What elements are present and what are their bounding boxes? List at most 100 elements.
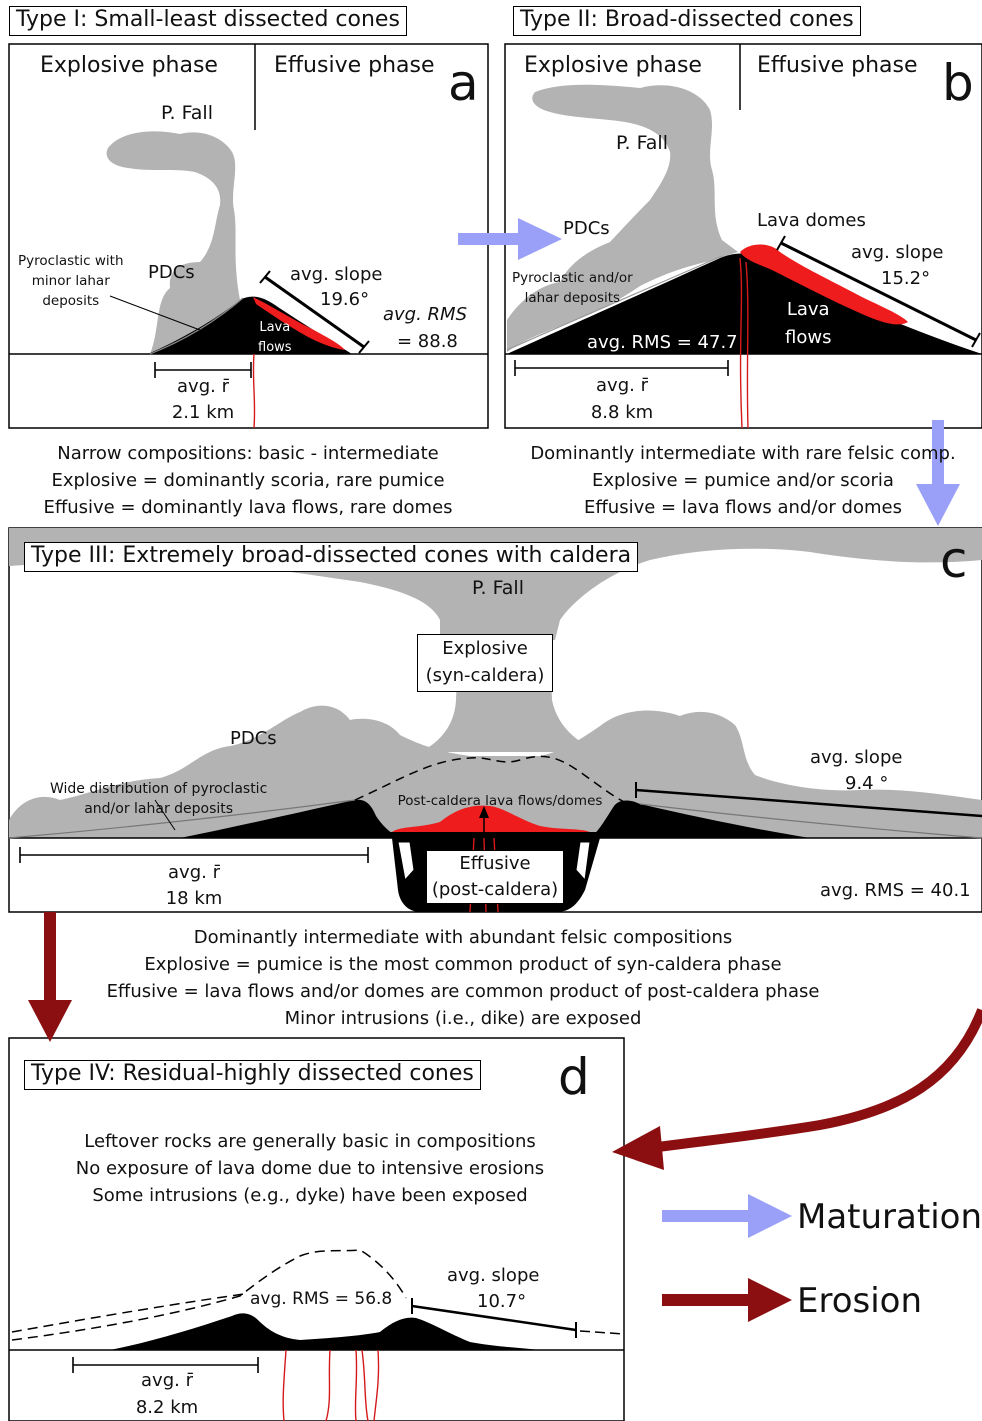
lava-flows-label: Lava flows (785, 299, 832, 348)
rms-label: avg. RMS (383, 304, 468, 325)
cone-right (590, 800, 810, 838)
dikes (282, 1349, 380, 1421)
slope-value: 10.7° (477, 1291, 527, 1312)
radius-value: 18 km (165, 888, 223, 909)
deposits-label: Pyroclastic and/or lahar deposits (512, 270, 633, 306)
panel-b-notes: Dominantly intermediate with rare felsic… (530, 440, 955, 521)
note-line: Effusive = lava flows and/or domes are c… (106, 981, 820, 1002)
radius-value: 8.8 km (590, 402, 654, 423)
pdcs-label: PDCs (148, 262, 195, 283)
radius-label: avg. r̄ (177, 376, 229, 397)
slope-value: 15.2° (881, 268, 931, 289)
rms-text: avg. RMS = 40.1 (820, 880, 971, 901)
note-line: Some intrusions (e.g., dyke) have been e… (92, 1185, 528, 1206)
explosive-box: Explosive (syn-caldera) (417, 634, 553, 692)
legend-erosion-arrow (662, 1278, 792, 1322)
slope-label: avg. slope (447, 1265, 540, 1286)
panel-a-title: Type I: Small-least dissected cones (9, 6, 407, 37)
fall-label: P. Fall (161, 102, 213, 124)
pdc-clouds (9, 705, 982, 838)
deposit-pointer (109, 295, 201, 331)
effusive-phase-label: Effusive phase (757, 53, 918, 78)
lava-flow (253, 297, 345, 350)
panel-d-title: Type IV: Residual-highly dissected cones (24, 1060, 481, 1091)
slope-label: avg. slope (851, 242, 944, 263)
panel-a-frame (8, 43, 489, 429)
panel-a-notes: Narrow compositions: basic - intermediat… (43, 440, 452, 521)
dike (252, 353, 256, 429)
panel-d-frame (8, 1037, 625, 1421)
note-line: Minor intrusions (i.e., dike) are expose… (284, 1008, 642, 1029)
rms-text: avg. RMS = 56.8 (250, 1289, 393, 1309)
slope-value: 9.4 ° (845, 773, 889, 794)
note-line: Effusive = lava flows and/or domes (584, 497, 902, 518)
note-line: Dominantly intermediate with abundant fe… (193, 927, 733, 948)
cone (148, 296, 352, 354)
slope-bar (411, 1304, 577, 1332)
slope-label: avg. slope (810, 747, 903, 768)
note-line: Effusive = dominantly lava flows, rare d… (43, 497, 453, 518)
panel-d-notes: Leftover rocks are generally basic in co… (76, 1128, 544, 1209)
slope-bar (780, 241, 977, 342)
cone (507, 253, 982, 354)
post-caldera-lava (392, 805, 590, 832)
fall-label: P. Fall (616, 132, 668, 154)
caldera-floor (380, 832, 600, 838)
radius-value: 8.2 km (135, 1397, 199, 1418)
pyroclastic-line (8, 799, 982, 839)
pyroclastic-line (506, 255, 723, 351)
panel-b-art (505, 44, 982, 429)
slope-value: 19.6° (320, 289, 370, 310)
legend-maturation-arrow (662, 1194, 792, 1238)
dikes (739, 257, 749, 429)
post-caldera-label: Post-caldera lava flows/domes (397, 793, 603, 809)
panel-b-letter: b (942, 54, 974, 112)
deposits-label: Pyroclastic with minor lahar deposits (18, 253, 124, 309)
explosive-phase-label: Explosive phase (40, 53, 218, 78)
radius-label: avg. r̄ (596, 375, 648, 396)
note-line: Dominantly intermediate with rare felsic… (530, 443, 956, 464)
panel-d-art (9, 1249, 625, 1421)
erosion-arrow-c-d (28, 912, 72, 1042)
panel-b-title: Type II: Broad-dissected cones (513, 6, 861, 37)
panel-c-title: Type III: Extremely broad-dissected cone… (24, 542, 639, 573)
pdcs-label: PDCs (230, 728, 277, 749)
slope-bar (635, 788, 982, 818)
residual-cone (110, 1313, 540, 1350)
effusive-phase-label: Effusive phase (274, 53, 435, 78)
lava-dome (740, 244, 908, 325)
panel-d-letter: d (558, 1048, 590, 1106)
maturation-arrow-b-c (916, 420, 960, 526)
panel-c-letter: c (940, 531, 968, 589)
explosive-phase-label: Explosive phase (524, 53, 702, 78)
slope-label: avg. slope (290, 264, 383, 285)
pdcs-label: PDCs (563, 218, 610, 239)
deposits-label: Wide distribution of pyroclastic and/or … (50, 781, 268, 817)
eruption-plume (507, 84, 738, 352)
note-line: Leftover rocks are generally basic in co… (84, 1131, 536, 1152)
note-line: Narrow compositions: basic - intermediat… (57, 443, 439, 464)
radius-value: 2.1 km (171, 402, 235, 423)
lava-domes-label: Lava domes (757, 210, 866, 231)
maturation-arrow-a-b (458, 218, 562, 260)
slope-bar (264, 275, 365, 349)
note-line: No exposure of lava dome due to intensiv… (75, 1158, 545, 1179)
panel-c-notes: Dominantly intermediate with abundant fe… (107, 924, 820, 1032)
effusive-box: Effusive (post-caldera) (426, 850, 564, 904)
note-line: Explosive = dominantly scoria, rare pumi… (51, 470, 445, 491)
former-outline-1 (11, 1249, 407, 1341)
rms-text: avg. RMS = 47.7 (587, 332, 738, 353)
radius-label: avg. r̄ (168, 862, 220, 883)
fall-label: P. Fall (472, 577, 524, 599)
lava-flows-label: Lava flows (258, 320, 292, 355)
erosion-arrow-curved (612, 1008, 982, 1170)
legend-maturation-label: Maturation (797, 1197, 982, 1237)
caldera-outline (354, 755, 629, 805)
cone-left (180, 799, 400, 838)
rms-value: = 88.8 (397, 331, 458, 352)
panel-a-letter: a (448, 54, 479, 112)
radius-label: avg. r̄ (141, 1370, 193, 1391)
panel-a-art (9, 44, 488, 429)
note-line: Explosive = pumice and/or scoria (592, 470, 894, 491)
